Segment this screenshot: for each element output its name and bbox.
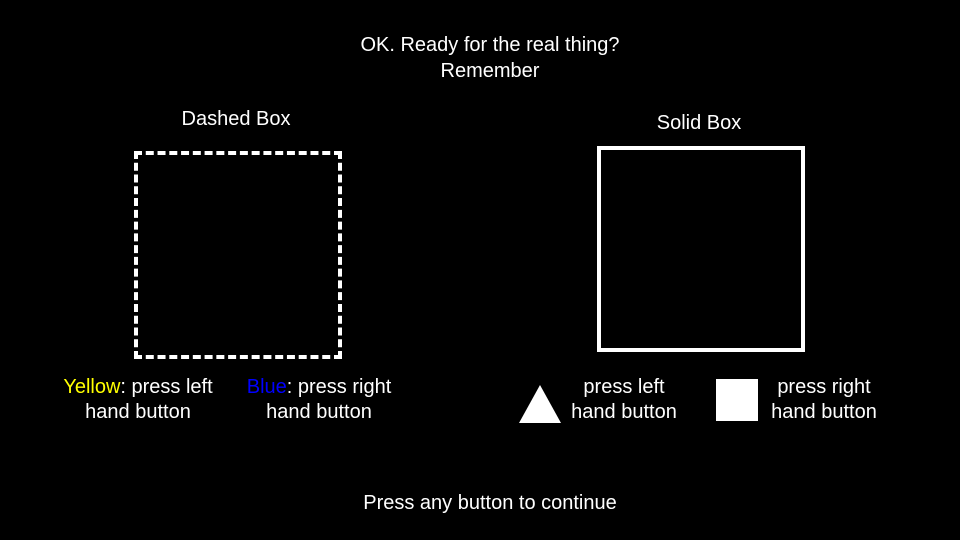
- solid-box-illustration: [597, 146, 805, 352]
- blue-instruction: Blue: press right hand button: [228, 375, 410, 425]
- blue-color-word: Blue: [246, 376, 287, 398]
- triangle-instruction-line-2: hand button: [571, 401, 677, 423]
- blue-instruction-line-2: hand button: [266, 401, 372, 423]
- square-instruction: press right hand button: [756, 375, 892, 425]
- triangle-instruction-line-1: press left: [583, 376, 665, 398]
- header-line-2: Remember: [440, 60, 540, 82]
- continue-prompt: Press any button to continue: [363, 492, 617, 514]
- header-line-1: OK. Ready for the real thing?: [360, 34, 620, 56]
- dashed-box-illustration: [134, 151, 342, 359]
- blue-instruction-text: : press right: [286, 376, 392, 398]
- blue-instruction-line-1: Blue: press right: [228, 375, 410, 400]
- solid-box-label: Solid Box: [656, 112, 742, 134]
- yellow-instruction-text: : press left: [120, 376, 213, 398]
- square-icon: [716, 379, 758, 421]
- instruction-header: OK. Ready for the real thing? Remember: [280, 32, 700, 84]
- yellow-instruction-line-1: Yellow: press left: [48, 375, 228, 400]
- triangle-instruction: press left hand button: [556, 375, 692, 425]
- dashed-box-label: Dashed Box: [181, 108, 291, 130]
- yellow-instruction: Yellow: press left hand button: [48, 375, 228, 425]
- yellow-instruction-line-2: hand button: [85, 401, 191, 423]
- yellow-color-word: Yellow: [63, 376, 121, 398]
- triangle-icon: [519, 385, 561, 423]
- square-instruction-line-1: press right: [777, 376, 871, 398]
- square-instruction-line-2: hand button: [771, 401, 877, 423]
